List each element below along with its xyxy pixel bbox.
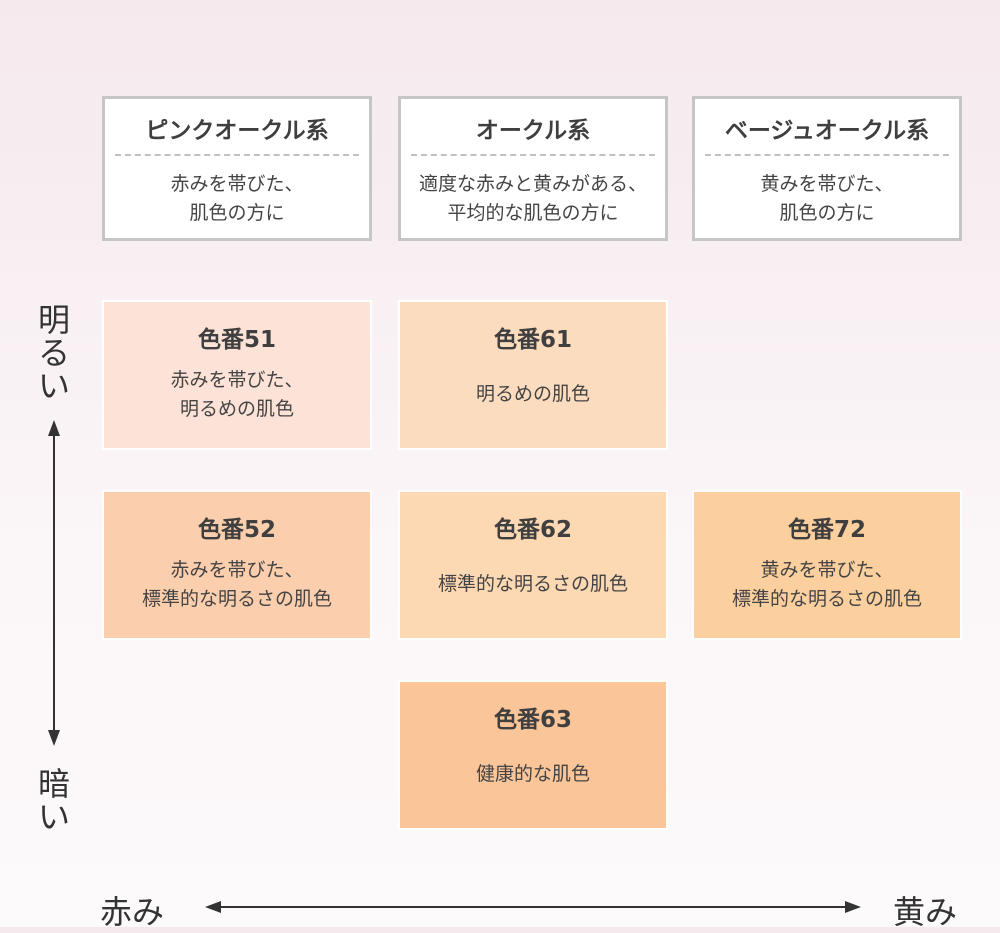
column-header-ochre: オークル系 適度な赤みと黄みがある、 平均的な肌色の方に [398, 96, 668, 241]
shade-cell-61: 色番61 明るめの肌色 [398, 300, 668, 450]
shade-cell-72: 色番72 黄みを帯びた、 標準的な明るさの肌色 [692, 490, 962, 640]
column-header-beige-ochre: ベージュオークル系 黄みを帯びた、 肌色の方に [692, 96, 962, 241]
shade-cell-62: 色番62 標準的な明るさの肌色 [398, 490, 668, 640]
shade-code: 色番72 [787, 517, 866, 543]
shade-description: 黄みを帯びた、 標準的な明るさの肌色 [731, 559, 922, 610]
column-header-pink-ochre: ピンクオークル系 赤みを帯びた、 肌色の方に [102, 96, 372, 241]
axis-label-red: 赤み [100, 893, 165, 931]
shade-cell-51: 色番51 赤みを帯びた、 明るめの肌色 [102, 300, 372, 450]
shade-code: 色番63 [493, 707, 572, 733]
shade-code: 色番52 [197, 517, 276, 543]
shade-description: 標準的な明るさの肌色 [437, 573, 628, 595]
column-title: オークル系 [411, 111, 655, 156]
vertical-axis-arrow [48, 420, 60, 746]
shade-description: 赤みを帯びた、 明るめの肌色 [170, 369, 304, 420]
column-description: 黄みを帯びた、 肌色の方に [760, 173, 894, 224]
axis-label-yellow: 黄み [893, 893, 958, 931]
column-description: 赤みを帯びた、 肌色の方に [170, 173, 304, 224]
column-title: ベージュオークル系 [705, 111, 949, 156]
column-title: ピンクオークル系 [115, 111, 359, 156]
shade-description: 健康的な肌色 [475, 763, 590, 785]
axis-label-dark: 暗い [37, 765, 70, 836]
shade-code: 色番62 [493, 517, 572, 543]
axis-label-bright: 明るい [37, 301, 70, 405]
column-description: 適度な赤みと黄みがある、 平均的な肌色の方に [418, 173, 647, 224]
shade-cell-52: 色番52 赤みを帯びた、 標準的な明るさの肌色 [102, 490, 372, 640]
shade-description: 赤みを帯びた、 標準的な明るさの肌色 [141, 559, 332, 610]
shade-cell-63: 色番63 健康的な肌色 [398, 680, 668, 830]
shade-description: 明るめの肌色 [475, 383, 590, 405]
horizontal-axis-arrow [205, 901, 861, 913]
shade-code: 色番51 [197, 327, 276, 353]
shade-code: 色番61 [493, 327, 572, 353]
